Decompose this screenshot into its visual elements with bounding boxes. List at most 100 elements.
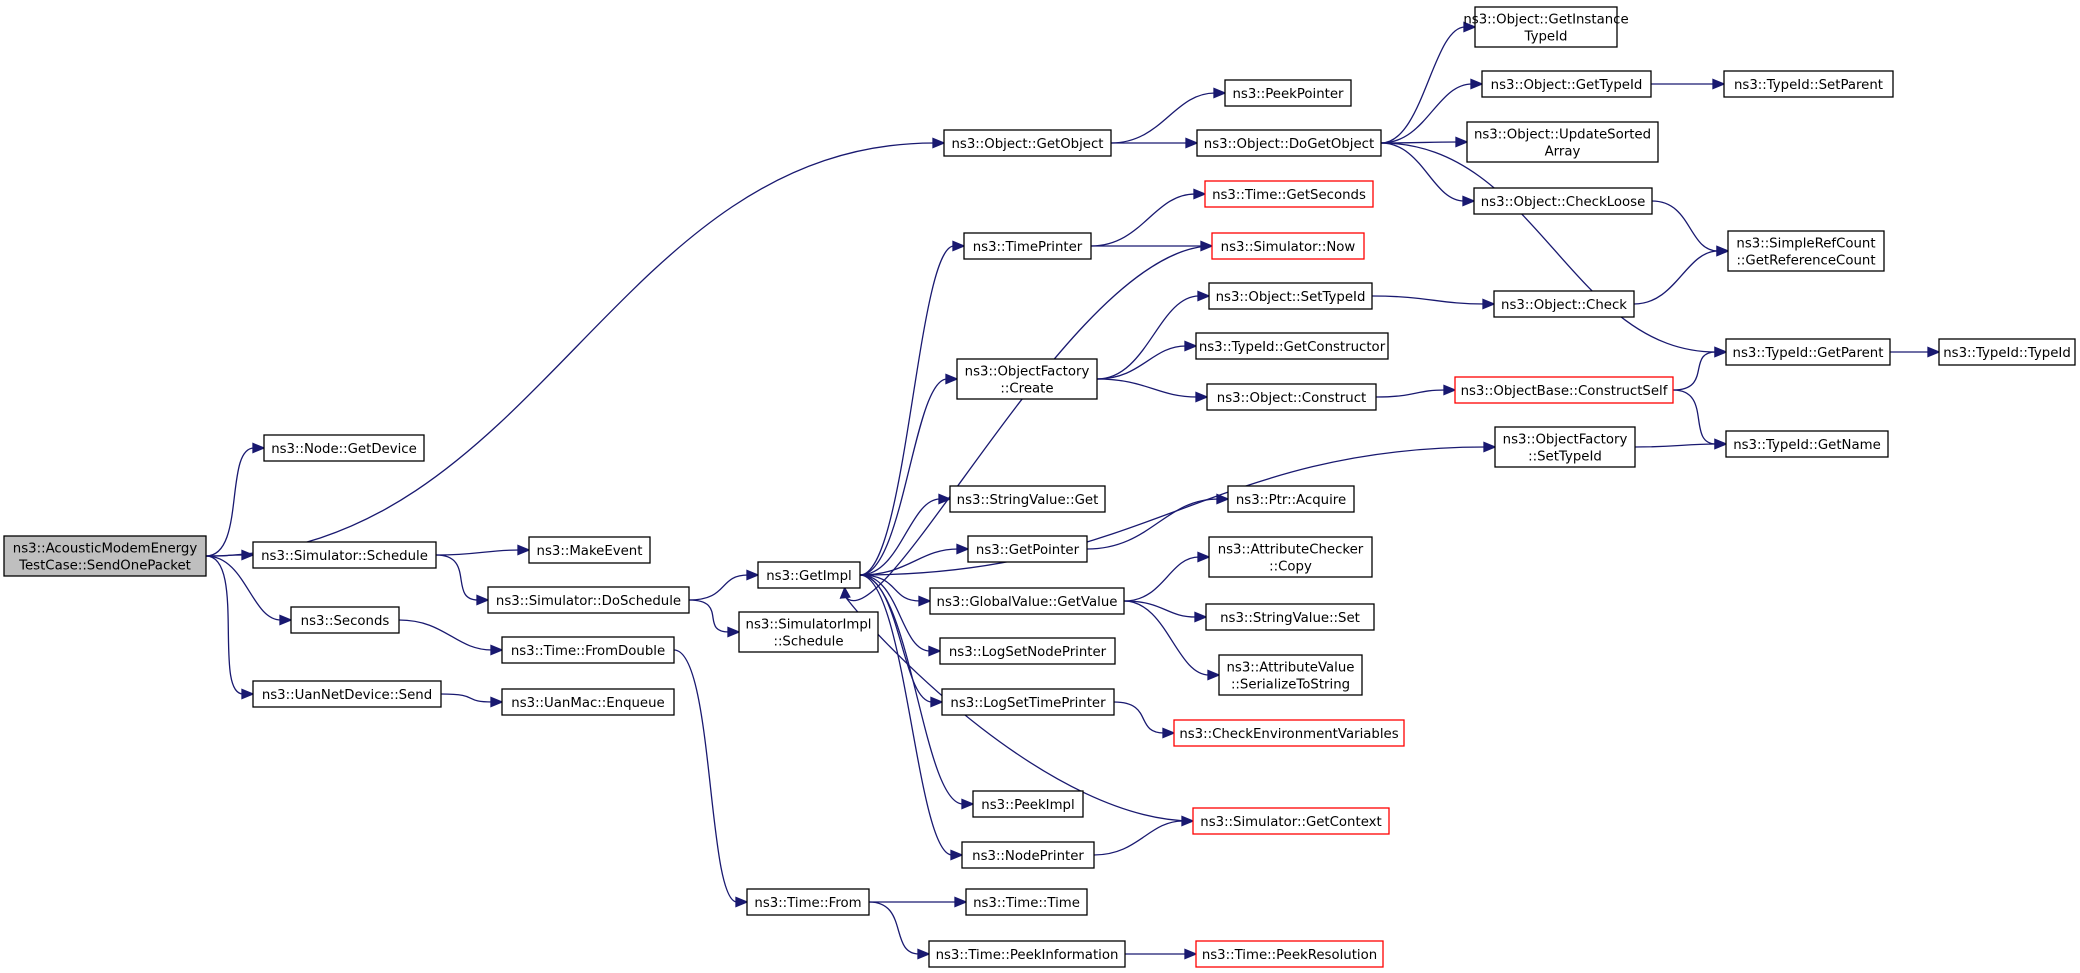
node-typeidtypeid[interactable]: ns3::TypeId::TypeId (1938, 338, 2076, 366)
node-constructself[interactable]: ns3::ObjectBase::ConstructSelf (1454, 376, 1674, 404)
arrow-head-globalgetvalue (918, 595, 932, 607)
node-peekresolution[interactable]: ns3::Time::PeekResolution (1195, 940, 1384, 968)
node-label: ns3::AttributeChecker (1218, 543, 1364, 558)
arrow-head-setparent (1712, 78, 1726, 90)
node-simnow[interactable]: ns3::Simulator::Now (1211, 232, 1365, 260)
node-getparent[interactable]: ns3::TypeId::GetParent (1725, 338, 1891, 366)
node-box (1727, 230, 1885, 272)
node-logtimeprinter[interactable]: ns3::LogSetTimePrinter (941, 688, 1115, 716)
node-nodeprinter[interactable]: ns3::NodePrinter (961, 841, 1095, 869)
node-box (263, 434, 425, 462)
node-timeprinter[interactable]: ns3::TimePrinter (963, 232, 1092, 260)
node-box (1195, 940, 1384, 968)
node-box (757, 561, 861, 589)
node-label: ns3::StringValue::Set (1220, 611, 1360, 626)
node-serializetostring[interactable]: ns3::AttributeValue::SerializeToString (1218, 654, 1363, 696)
arrow-head-checkloose (1462, 195, 1476, 207)
node-label: ::GetReferenceCount (1736, 254, 1875, 269)
node-objsettypeid[interactable]: ns3::Object::SetTypeId (1208, 282, 1373, 310)
arrow-head-peekpointer (1213, 87, 1227, 99)
node-objcheck[interactable]: ns3::Object::Check (1493, 290, 1635, 318)
edge-timeprinter-to-timegetseconds (1090, 193, 1196, 247)
node-stringvalueset[interactable]: ns3::StringValue::Set (1205, 603, 1375, 631)
node-box (939, 637, 1116, 665)
arrow-head-peekimpl (961, 798, 975, 810)
arrow-head-getconstructor (1184, 340, 1198, 352)
node-timetime[interactable]: ns3::Time::Time (965, 888, 1088, 916)
node-label: ns3::Simulator::GetContext (1200, 815, 1381, 830)
node-box (928, 940, 1126, 968)
node-getpointer[interactable]: ns3::GetPointer (967, 535, 1088, 563)
node-doschedule[interactable]: ns3::Simulator::DoSchedule (487, 586, 690, 614)
node-box (252, 680, 442, 708)
node-box (501, 688, 675, 716)
node-label: ::Create (1000, 382, 1053, 397)
arrow-head-dogetobject (1185, 137, 1199, 149)
node-box (965, 888, 1088, 916)
edge-dogetobject-to-getparent (1380, 142, 1717, 353)
node-uansend[interactable]: ns3::UanNetDevice::Send (252, 680, 442, 708)
node-ofsettypeid[interactable]: ns3::ObjectFactory::SetTypeId (1494, 426, 1636, 468)
node-checkercopy[interactable]: ns3::AttributeChecker::Copy (1208, 536, 1373, 578)
node-label: ns3::NodePrinter (972, 849, 1084, 864)
node-simimplschedule[interactable]: ns3::SimulatorImpl::Schedule (738, 611, 879, 653)
node-checkenv[interactable]: ns3::CheckEnvironmentVariables (1173, 719, 1405, 747)
arrow-head-objsettypeid (1197, 290, 1211, 302)
node-setparent[interactable]: ns3::TypeId::SetParent (1723, 70, 1894, 98)
arrow-head-enqueue (490, 696, 504, 708)
node-label: ns3::Object::UpdateSorted (1474, 128, 1651, 143)
node-label: ns3::AcousticModemEnergy (13, 542, 198, 557)
node-schedule[interactable]: ns3::Simulator::Schedule (252, 541, 437, 569)
node-lognodeprinter[interactable]: ns3::LogSetNodePrinter (939, 637, 1116, 665)
node-getname[interactable]: ns3::TypeId::GetName (1725, 430, 1889, 458)
node-label: ns3::Object::Construct (1217, 391, 1366, 406)
node-peekinformation[interactable]: ns3::Time::PeekInformation (928, 940, 1126, 968)
node-dogetobject[interactable]: ns3::Object::DoGetObject (1196, 129, 1382, 157)
node-root[interactable]: ns3::AcousticModemEnergyTestCase::SendOn… (3, 535, 207, 577)
arrow-head-seconds (279, 614, 293, 626)
node-box (941, 688, 1115, 716)
node-box (967, 535, 1088, 563)
node-getcontext[interactable]: ns3::Simulator::GetContext (1192, 807, 1390, 835)
edge-root-to-schedule (205, 554, 244, 557)
node-seconds[interactable]: ns3::Seconds (290, 606, 400, 634)
node-enqueue[interactable]: ns3::UanMac::Enqueue (501, 688, 675, 716)
node-ptracquire[interactable]: ns3::Ptr::Acquire (1227, 485, 1355, 513)
edge-root-to-uansend (205, 555, 244, 695)
node-objgettypeid[interactable]: ns3::Object::GetTypeId (1481, 70, 1652, 98)
node-stringvalueget[interactable]: ns3::StringValue::Get (949, 485, 1106, 513)
edge-root-to-getdevice (205, 447, 255, 557)
edge-checkloose-to-getrefcount (1651, 200, 1719, 252)
node-box (1195, 332, 1389, 360)
node-getdevice[interactable]: ns3::Node::GetDevice (263, 434, 425, 462)
node-label: ns3::TypeId::SetParent (1734, 78, 1883, 93)
node-ofcreate[interactable]: ns3::ObjectFactory::Create (956, 358, 1098, 400)
arrow-head-getinstancetypeid (1463, 21, 1477, 33)
node-label: ns3::GlobalValue::GetValue (937, 595, 1118, 610)
node-makeevent[interactable]: ns3::MakeEvent (528, 536, 651, 564)
node-label: ns3::PeekPointer (1232, 87, 1344, 102)
node-box (1474, 6, 1618, 48)
node-checkloose[interactable]: ns3::Object::CheckLoose (1473, 187, 1653, 215)
node-globalgetvalue[interactable]: ns3::GlobalValue::GetValue (929, 587, 1125, 615)
node-getrefcount[interactable]: ns3::SimpleRefCount::GetReferenceCount (1727, 230, 1885, 272)
node-timegetseconds[interactable]: ns3::Time::GetSeconds (1204, 180, 1374, 208)
node-getimpl[interactable]: ns3::GetImpl (757, 561, 861, 589)
node-getconstructor[interactable]: ns3::TypeId::GetConstructor (1195, 332, 1389, 360)
node-box (1725, 430, 1889, 458)
node-objconstruct[interactable]: ns3::Object::Construct (1206, 383, 1377, 411)
edge-objsettypeid-to-objcheck (1371, 295, 1485, 305)
node-label: ns3::SimpleRefCount (1736, 237, 1875, 252)
node-peekpointer[interactable]: ns3::PeekPointer (1224, 79, 1352, 107)
node-peekimpl[interactable]: ns3::PeekImpl (972, 790, 1084, 818)
node-getobject[interactable]: ns3::Object::GetObject (943, 129, 1112, 157)
node-fromdouble[interactable]: ns3::Time::FromDouble (501, 636, 675, 664)
node-label: ns3::TypeId::GetParent (1733, 346, 1884, 361)
edge-schedule-to-makeevent (435, 549, 520, 556)
node-label: ns3::TypeId::GetConstructor (1199, 340, 1386, 355)
node-timefrom[interactable]: ns3::Time::From (746, 888, 870, 916)
node-label: ns3::Simulator::DoSchedule (496, 594, 681, 609)
node-label: ns3::Object::DoGetObject (1204, 137, 1374, 152)
